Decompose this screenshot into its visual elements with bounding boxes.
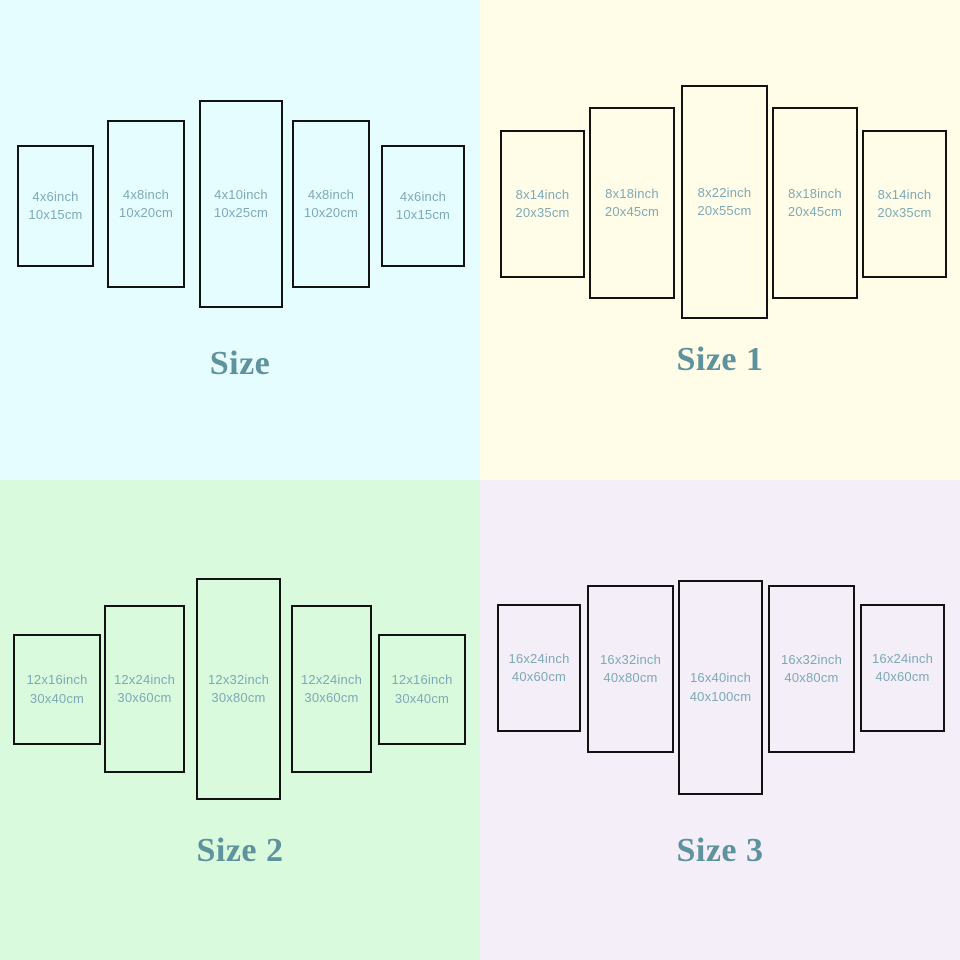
size-panel-cm-label: 20x55cm [697,203,752,218]
size-panel: 8x18inch 20x45cm [589,107,675,299]
size-panel-inch-label: 16x24inch [871,650,934,666]
size-panel-inch-label: 8x14inch [877,186,932,202]
size-panel-cm-label: 10x15cm [28,207,83,222]
size-panel-cm-label: 30x40cm [394,690,450,706]
size-panel-cm-label: 30x40cm [29,690,85,706]
size-panel: 16x40inch 40x100cm [678,580,763,795]
size-panel: 12x24inch 30x60cm [104,605,185,773]
size-panel: 4x8inch 10x20cm [107,120,185,288]
size-panel-cm-label: 40x60cm [875,669,930,684]
size-panel-label: 12x16inch 30x40cm [391,671,452,708]
size-panel-label: 12x24inch 30x60cm [301,671,362,708]
size-panel-cm-label: 20x35cm [515,205,570,220]
size-panel-inch-label: 16x32inch [599,651,662,667]
size-panel: 8x14inch 20x35cm [500,130,585,278]
size-panel-inch-label: 12x24inch [113,671,176,687]
size-panel-inch-label: 4x6inch [399,188,447,204]
panel-group-size: 4x6inch 10x15cm 4x8inch 10x20cm 4x10inch 10x2… [0,0,480,480]
size-panel: 16x24inch 40x60cm [497,604,581,732]
size-panel-inch-label: 12x16inch [26,672,88,688]
size-panel-label: 8x18inch 20x45cm [788,185,842,222]
size-panel-label: 4x6inch 10x15cm [28,188,82,225]
size-panel: 4x6inch 10x15cm [381,145,465,267]
size-panel: 12x24inch 30x60cm [291,605,372,773]
size-panel: 12x32inch 30x80cm [196,578,281,800]
quadrant-size-3: 16x24inch 40x60cm 16x32inch 40x80cm 16x40inc… [480,480,960,960]
size-panel: 8x14inch 20x35cm [862,130,947,278]
size-panel: 4x8inch 10x20cm [292,120,370,288]
quadrant-size-2: 12x16inch 30x40cm 12x24inch 30x60cm 12x32inc… [0,480,480,960]
size-panel-inch-label: 16x40inch [689,670,752,686]
quadrant-title-size-1: Size 1 [676,341,764,378]
size-panel: 8x22inch 20x55cm [681,85,768,319]
size-panel-cm-label: 40x80cm [784,670,839,685]
size-panel-inch-label: 8x18inch [788,185,842,201]
size-panel-label: 8x18inch 20x45cm [605,185,659,222]
panel-group-size-3: 16x24inch 40x60cm 16x32inch 40x80cm 16x40inc… [480,480,960,960]
size-panel-inch-label: 4x8inch [307,186,355,202]
size-panel-label: 8x14inch 20x35cm [877,186,931,223]
size-panel-inch-label: 4x8inch [122,186,170,202]
size-panel: 16x24inch 40x60cm [860,604,945,732]
size-panel-label: 4x8inch 10x20cm [119,186,173,223]
size-panel-cm-label: 10x15cm [395,207,451,222]
size-panel-inch-label: 4x6inch [32,188,79,204]
size-panel: 16x32inch 40x80cm [587,585,674,753]
size-panel-inch-label: 4x10inch [214,186,268,202]
size-panel-inch-label: 16x24inch [508,650,570,666]
panel-group-size-1: 8x14inch 20x35cm 8x18inch 20x45cm 8x22inch 20… [480,0,960,480]
size-panel-inch-label: 8x14inch [515,186,570,202]
size-panel-label: 4x8inch 10x20cm [304,186,358,223]
quadrant-title-size-3: Size 3 [676,832,764,869]
quadrant-title-size: Size [209,345,271,382]
size-panel-label: 16x24inch 40x60cm [508,650,569,687]
quadrant-size: 4x6inch 10x15cm 4x8inch 10x20cm 4x10inch 10x2… [0,0,480,480]
size-panel-inch-label: 12x16inch [391,672,453,688]
size-panel-cm-label: 10x20cm [118,205,174,220]
size-panel-label: 4x10inch 10x25cm [214,186,268,223]
size-panel-cm-label: 40x60cm [511,669,567,684]
size-panel-label: 16x24inch 40x60cm [872,650,933,687]
size-panel-inch-label: 16x32inch [780,651,843,667]
size-panel-label: 4x6inch 10x15cm [396,188,450,225]
size-panel-cm-label: 10x20cm [303,205,359,220]
size-panel-cm-label: 20x35cm [877,205,932,220]
size-panel: 4x6inch 10x15cm [17,145,94,267]
size-panel-label: 12x24inch 30x60cm [114,671,175,708]
size-panel-cm-label: 30x60cm [304,690,359,705]
size-panel-inch-label: 12x24inch [300,671,363,687]
size-panel-inch-label: 12x32inch [207,671,270,687]
size-panel-cm-label: 20x45cm [787,204,843,219]
size-panel: 8x18inch 20x45cm [772,107,858,299]
size-panel: 12x16inch 30x40cm [13,634,101,745]
size-panel-label: 8x14inch 20x35cm [515,186,569,223]
size-panel-cm-label: 10x25cm [213,205,269,220]
size-panel-label: 8x22inch 20x55cm [697,184,751,221]
size-panel: 16x32inch 40x80cm [768,585,855,753]
quadrant-size-1: 8x14inch 20x35cm 8x18inch 20x45cm 8x22inch 20… [480,0,960,480]
size-panel-cm-label: 30x60cm [117,690,172,705]
size-panel-cm-label: 20x45cm [604,204,660,219]
size-panel-cm-label: 30x80cm [211,690,266,705]
size-panel: 12x16inch 30x40cm [378,634,466,745]
size-panel-label: 12x16inch 30x40cm [26,671,87,708]
size-panel-label: 16x32inch 40x80cm [600,651,661,688]
size-panel-cm-label: 40x80cm [603,670,658,685]
size-panel-label: 12x32inch 30x80cm [208,671,269,708]
size-panel-cm-label: 40x100cm [689,688,752,704]
size-panel-inch-label: 8x22inch [697,184,752,200]
size-panel-inch-label: 8x18inch [605,185,659,201]
size-panel: 4x10inch 10x25cm [199,100,283,308]
panel-group-size-2: 12x16inch 30x40cm 12x24inch 30x60cm 12x32inc… [0,480,480,960]
size-panel-label: 16x40inch 40x100cm [690,669,752,706]
quadrant-title-size-2: Size 2 [196,832,284,869]
size-panel-label: 16x32inch 40x80cm [781,651,842,688]
